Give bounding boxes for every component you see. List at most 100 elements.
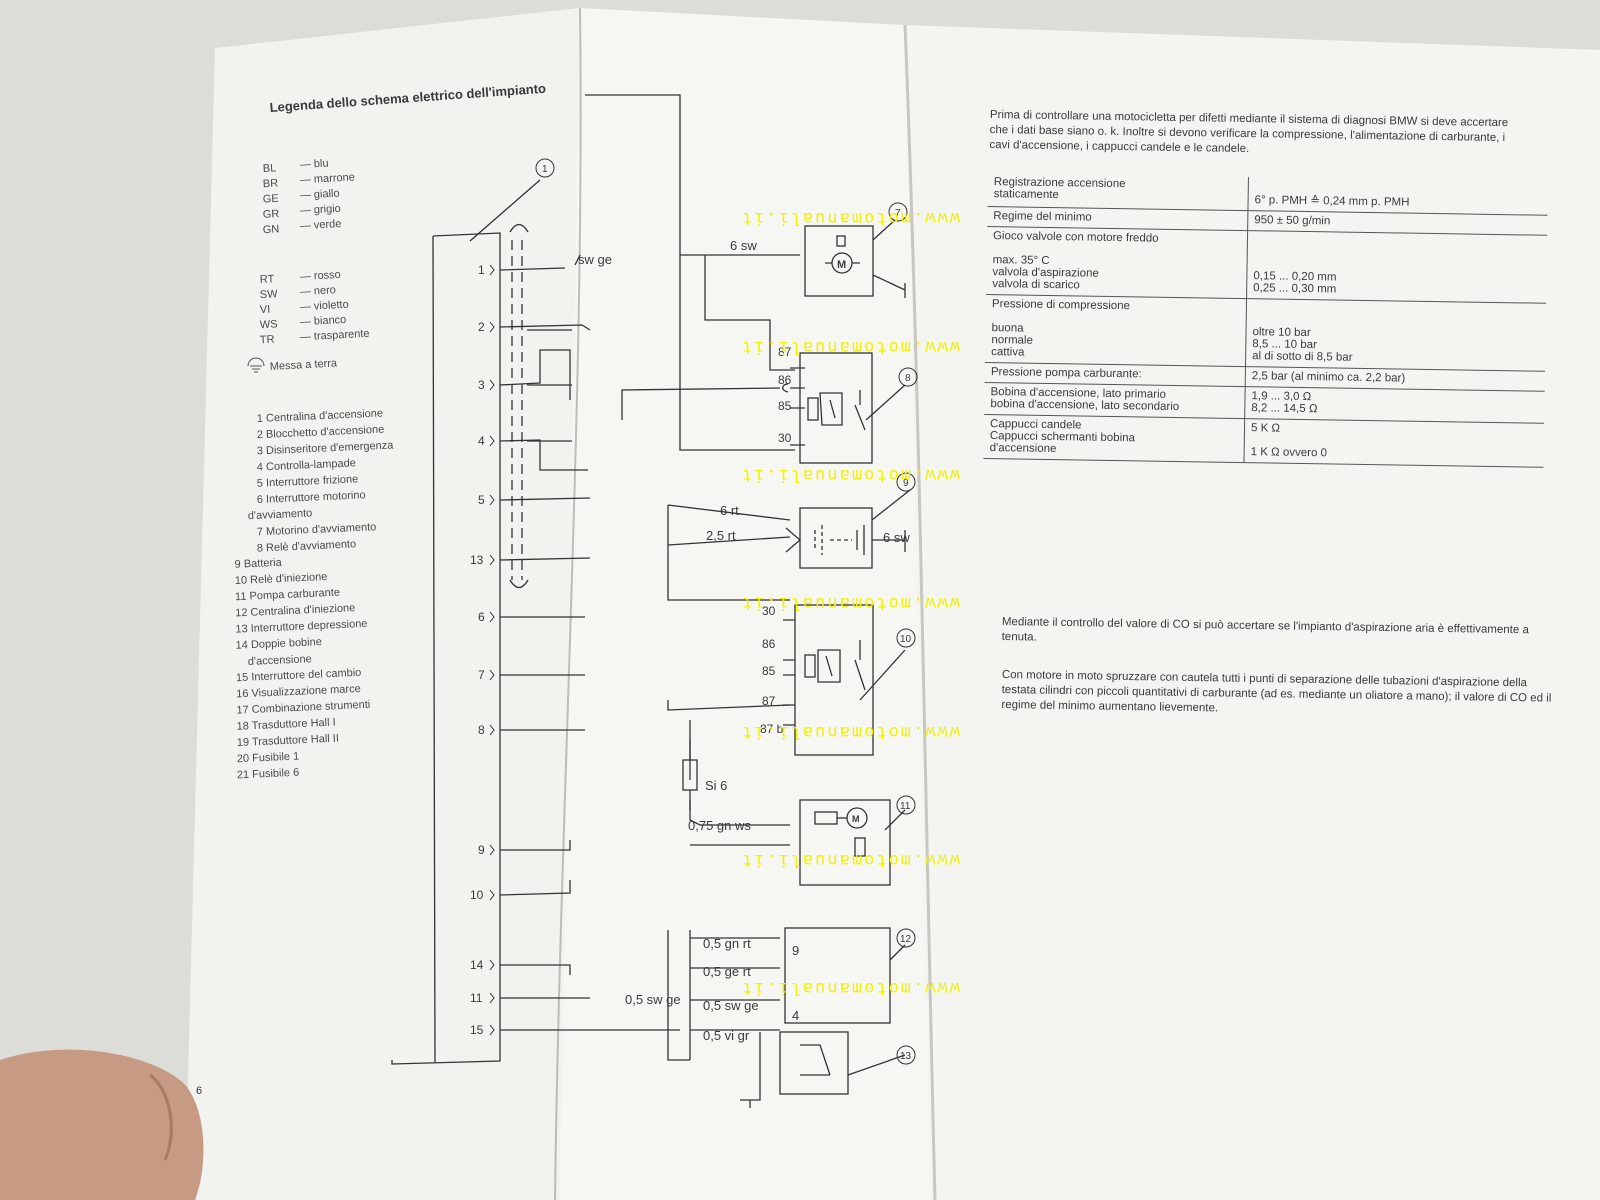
terminal-number: 86: [762, 637, 776, 651]
pin-terminal: [489, 435, 495, 447]
intro-paragraph: Prima di controllare una motocicletta pe…: [989, 108, 1509, 156]
color-name: — blu: [300, 158, 329, 171]
hand-fingernail: [149, 1073, 173, 1161]
callout-circle: [896, 1045, 916, 1065]
pin-number: 4: [478, 434, 485, 448]
wire-label: 2,5 rt: [706, 528, 736, 543]
pin-number: 7: [478, 668, 485, 682]
component-item: 2 Blocchetto d'accensione: [257, 424, 385, 442]
pin-number: 13: [470, 553, 484, 567]
component-item: 3 Disinseritore d'emergenza: [257, 439, 395, 457]
spec-label-line: Regime del minimo: [993, 210, 1092, 224]
color-code: GN: [263, 223, 280, 236]
spec-label-line: cattiva: [991, 346, 1025, 359]
spec-value: 5 K Ω 1 K Ω ovvero 0: [1243, 418, 1545, 468]
pin-terminal: [489, 554, 495, 566]
color-name: — nero: [300, 284, 337, 298]
spec-label-line: valvola di scarico: [992, 278, 1080, 292]
wire-label: 6 sw: [730, 238, 757, 253]
pin-number: 5: [478, 493, 485, 507]
color-name: — verde: [300, 218, 342, 232]
terminal-number: 87: [762, 694, 776, 708]
color-code: SW: [260, 288, 279, 301]
left-page: [188, 8, 590, 1200]
callout-circle: [898, 367, 918, 387]
pin-number: 1: [478, 263, 485, 277]
pin-terminal: [489, 889, 495, 901]
callout-circle: [896, 628, 916, 648]
spec-label-line: Pressione pompa carburante:: [990, 366, 1142, 381]
spec-label-line: staticamente: [993, 188, 1059, 202]
component-item: 14 Doppie bobine: [235, 636, 322, 652]
color-name: — marrone: [300, 171, 356, 186]
color-code: RT: [260, 273, 275, 286]
spec-label-line: bobina d'accensione, lato secondario: [990, 398, 1180, 414]
pin-number: 11: [470, 991, 483, 1005]
wiring-diagram: [391, 94, 911, 1108]
ground-label: Messa a terra: [270, 357, 339, 373]
component-item: 17 Combinazione strumenti: [236, 699, 370, 717]
spine-shadow: [903, 24, 937, 1200]
wire-label: 0,5 gn rt: [703, 936, 751, 951]
component-item: 13 Interruttore depressione: [235, 618, 367, 636]
wire-label: 0,75 gn ws: [688, 818, 751, 833]
color-code: BL: [263, 162, 277, 175]
callout-circle: [896, 795, 916, 815]
wire-label: 0,5 vi gr: [703, 1028, 750, 1043]
terminal-number: 87: [778, 345, 792, 359]
pump-motor-symbol-icon: M: [852, 814, 860, 824]
spec-value: 6° p. PMH ≙ 0,24 mm p. PMH: [1247, 177, 1548, 216]
callout-number: 13: [900, 1051, 912, 1062]
page-fold: [554, 7, 582, 1200]
component-item: 7 Motorino d'avviamento: [257, 521, 377, 538]
watermark-text: www.motomanuali.it: [740, 208, 960, 228]
pin-number: 2: [478, 320, 485, 334]
color-name: — giallo: [300, 188, 340, 202]
color-code: GR: [263, 208, 280, 221]
right-page: [905, 25, 1600, 1200]
ecu-pin-4: 4: [792, 1008, 799, 1023]
component-item: d'accensione: [248, 653, 312, 668]
component-item: 10 Relè d'iniezione: [235, 571, 328, 587]
pin-terminal: [489, 494, 495, 506]
callout-number: 1: [542, 164, 548, 175]
callout-number: 9: [903, 478, 909, 489]
spec-label: Gioco valvole con motore freddo max. 35°…: [986, 226, 1248, 299]
ground-symbol-icon: [247, 357, 265, 373]
callout-number: 7: [895, 208, 901, 219]
color-name: — trasparente: [300, 328, 370, 344]
spec-label-line: d'accensione: [989, 442, 1057, 456]
color-name: — violetto: [300, 299, 349, 314]
terminal-number: 85: [778, 399, 792, 413]
spray-test-paragraph: Con motore in moto spruzzare con cautela…: [1001, 668, 1552, 715]
wire-label: 0,5 sw ge: [703, 998, 759, 1013]
color-name: — bianco: [300, 314, 347, 328]
color-code: TR: [260, 334, 275, 347]
terminal-number: 30: [762, 604, 776, 618]
callout-number: 11: [900, 801, 911, 812]
watermark-text: www.motomanuali.it: [740, 850, 960, 870]
callout-circle: [535, 158, 555, 178]
component-item: 16 Visualizzazione marce: [236, 683, 361, 700]
component-item: 12 Centralina d'iniezione: [235, 602, 356, 619]
color-code: VI: [260, 304, 271, 317]
pin-number: 15: [470, 1023, 484, 1037]
component-item: 19 Trasduttore Hall II: [237, 733, 340, 749]
pin-number: 9: [478, 843, 485, 857]
pin-number: 8: [478, 723, 485, 737]
pin-terminal: [489, 669, 495, 681]
pin-terminal: [489, 724, 495, 736]
